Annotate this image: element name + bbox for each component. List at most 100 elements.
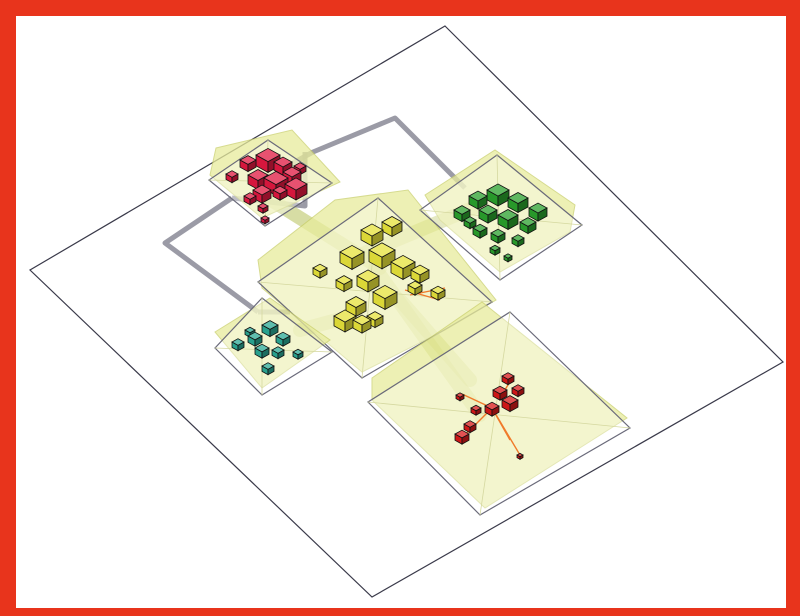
node-cube — [243, 192, 257, 206]
node-face-top — [463, 216, 477, 224]
node-face-top — [455, 392, 465, 398]
node-face-top — [312, 263, 328, 273]
node-cube — [261, 320, 279, 338]
node-cube — [257, 202, 269, 214]
node-cube — [430, 285, 446, 301]
node-face-top — [511, 384, 525, 392]
node-face-top — [519, 217, 537, 227]
node-cube — [272, 185, 288, 201]
node-face-top — [257, 202, 269, 210]
node-face-top — [470, 404, 482, 412]
node-face-top — [381, 216, 403, 228]
node-cube — [470, 404, 482, 416]
node-face-top — [390, 254, 416, 270]
node-face-top — [368, 242, 396, 258]
node-face-top — [511, 234, 525, 242]
node-cube — [261, 362, 275, 376]
node-face-top — [275, 331, 291, 341]
node-cubes — [225, 147, 548, 461]
node-face-top — [407, 280, 423, 290]
node-face-top — [484, 401, 500, 411]
node-cube — [252, 184, 272, 204]
node-cube — [497, 209, 519, 231]
node-cube — [511, 234, 525, 248]
node-cube — [260, 215, 270, 225]
node-face-top — [292, 348, 304, 356]
red-frame-bottom — [0, 608, 800, 616]
node-face-top — [492, 385, 508, 395]
node-cube — [312, 263, 328, 279]
base-board-outline — [29, 25, 784, 598]
node-face-top — [225, 170, 239, 178]
node-face-top — [503, 253, 513, 259]
node-face-top — [486, 183, 510, 197]
node-cube — [489, 244, 501, 256]
node-cube — [333, 309, 357, 333]
node-face-top — [261, 320, 279, 330]
teal-cluster-tile — [214, 297, 334, 396]
base-board — [29, 25, 784, 598]
node-face-top — [272, 185, 288, 195]
node-cube — [275, 331, 291, 347]
node-face-top — [244, 326, 256, 334]
node-cube — [501, 372, 515, 386]
node-face-top — [333, 309, 357, 323]
node-face-top — [345, 296, 367, 308]
node-cube — [455, 392, 465, 402]
node-cube — [478, 204, 498, 224]
node-cube — [528, 202, 548, 222]
node-cube — [468, 190, 488, 210]
node-face-top — [255, 147, 281, 163]
node-face-top — [454, 429, 470, 439]
node-cube — [360, 223, 384, 247]
node-cube — [484, 401, 500, 417]
node-face-top — [507, 192, 529, 204]
node-cube — [345, 296, 367, 318]
node-cube — [490, 228, 506, 244]
node-face-top — [366, 311, 384, 321]
small-red-cluster-guide — [367, 401, 631, 429]
node-cube — [454, 429, 470, 445]
node-face-top — [430, 285, 446, 295]
node-face-top — [293, 162, 307, 170]
node-face-top — [284, 177, 308, 191]
node-face-top — [410, 264, 430, 276]
node-cube — [271, 346, 285, 360]
node-face-top — [252, 184, 272, 196]
node-cube — [292, 348, 304, 360]
node-cube — [516, 452, 524, 461]
node-face-top — [489, 244, 501, 252]
node-cube — [453, 205, 471, 223]
node-cube — [335, 275, 353, 293]
node-cube — [381, 216, 403, 238]
node-face-top — [528, 202, 548, 214]
node-cube — [492, 385, 508, 401]
node-cube — [254, 343, 270, 359]
node-face-top — [231, 338, 245, 346]
connector-line — [162, 195, 260, 315]
node-face-top — [282, 166, 302, 178]
node-face-top — [501, 372, 515, 380]
node-cube — [511, 384, 525, 398]
node-face-top — [501, 395, 519, 405]
node-cube — [225, 170, 239, 184]
node-face-top — [472, 223, 488, 233]
node-cube — [356, 269, 380, 293]
node-face-top — [260, 215, 270, 221]
node-cube — [472, 223, 488, 239]
node-face-top — [271, 346, 285, 354]
node-cube — [372, 284, 398, 311]
node-cube — [239, 155, 257, 173]
node-face-top — [356, 269, 380, 283]
node-cube — [407, 280, 423, 296]
node-face-top — [497, 209, 519, 221]
green-cluster-highlight — [424, 149, 576, 273]
node-face-top — [372, 284, 398, 300]
red-frame-right — [786, 0, 800, 616]
node-cube — [486, 183, 510, 207]
node-cube — [463, 216, 477, 230]
node-face-top — [516, 452, 524, 458]
node-face-top — [239, 155, 257, 165]
